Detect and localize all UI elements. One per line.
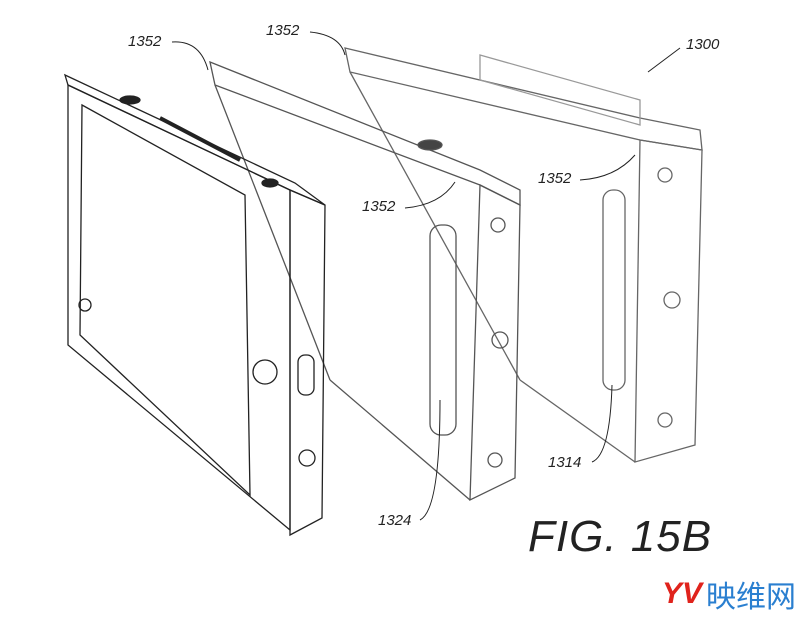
connector-strip-back — [602, 189, 626, 391]
connector-strip-middle — [429, 224, 457, 436]
watermark-text: 映维网 — [706, 580, 797, 615]
watermark: YV 映维网 — [662, 572, 796, 616]
label-1314: 1314 — [548, 454, 582, 471]
middle-device — [209, 60, 521, 502]
front-device — [63, 73, 326, 537]
label-1324: 1324 — [378, 512, 412, 529]
leader-lines — [171, 31, 681, 521]
label-1352-a: 1352 — [128, 33, 162, 50]
label-1352-d: 1352 — [538, 170, 572, 187]
label-1352-c: 1352 — [362, 198, 396, 215]
watermark-logo: YV — [662, 577, 703, 610]
screen — [79, 103, 251, 497]
label-1300: 1300 — [686, 36, 720, 53]
label-1352-b: 1352 — [266, 22, 300, 39]
figure-title: FIG. 15B — [528, 512, 713, 561]
back-device — [344, 47, 703, 463]
